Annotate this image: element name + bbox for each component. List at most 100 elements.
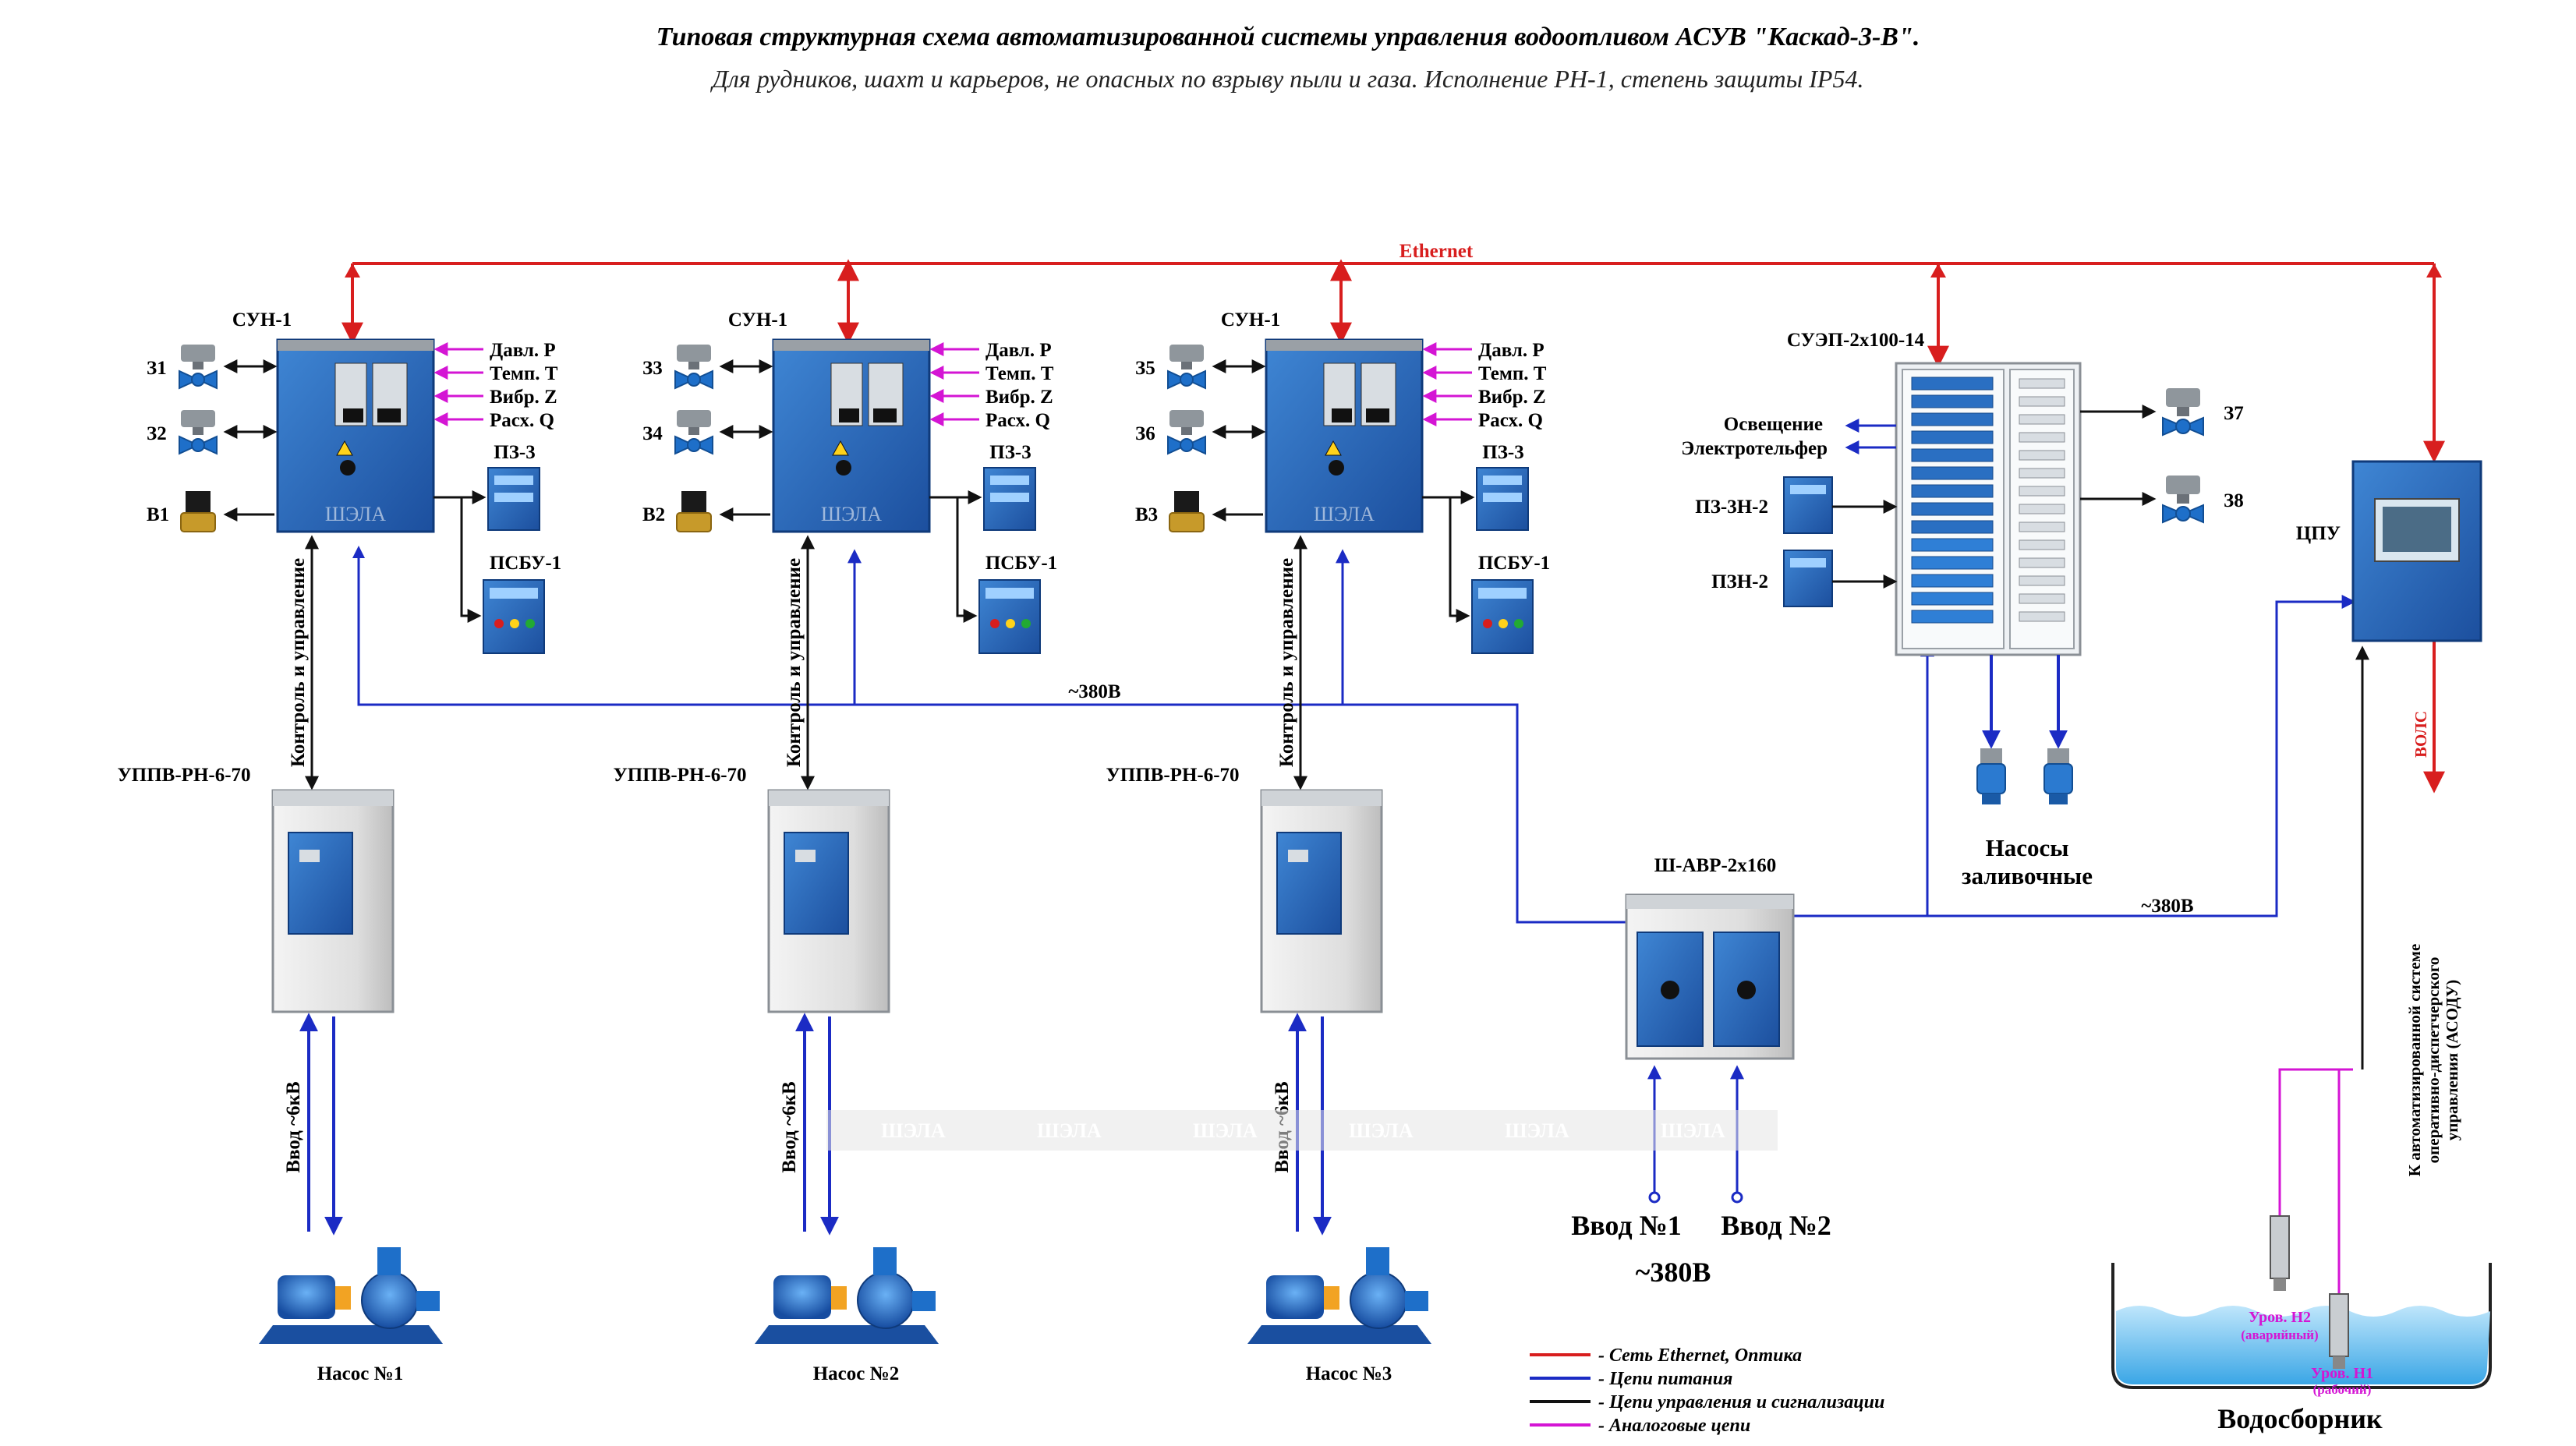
legend-label: - Цепи питания xyxy=(1598,1369,1732,1389)
breaker xyxy=(1911,377,1994,391)
solenoid-valve-icon xyxy=(676,491,712,532)
watermark-text: ШЭЛА xyxy=(1193,1119,1258,1142)
valve-label: З5 xyxy=(1135,358,1155,379)
valve-label: З1 xyxy=(147,358,167,379)
pump-icon xyxy=(755,1247,939,1344)
sun-signal-label: Расх. Q xyxy=(490,410,554,431)
breaker xyxy=(1911,466,1994,480)
sun-signal-label: Давл. P xyxy=(490,340,556,361)
sun-signal-label: Расх. Q xyxy=(985,410,1050,431)
sun-signal-label: Давл. P xyxy=(985,340,1052,361)
avr-voltage: ~380В xyxy=(1636,1257,1711,1288)
sun-signal-label: Темп. T xyxy=(490,363,558,384)
suep-output-hoist: Электротельфер xyxy=(1681,438,1828,459)
watermark-text: ШЭЛА xyxy=(881,1119,946,1142)
breaker xyxy=(1911,538,1994,552)
cpu-dest-2: оперативно-диспетчерского xyxy=(2424,957,2443,1164)
breaker xyxy=(1911,556,1994,570)
uppv-label: УППВ-РН-6-70 xyxy=(1106,765,1239,786)
suep-pz-2: ПЗН-2 xyxy=(1711,550,1898,607)
fill-pump-1 xyxy=(1976,748,2006,804)
sensor-h1-name: Уров. Н1 xyxy=(2311,1365,2373,1382)
watermark-text: ШЭЛА xyxy=(1661,1119,1725,1142)
sensor-h1-state: (рабочий) xyxy=(2313,1382,2372,1397)
cpu-name: ЦПУ xyxy=(2296,523,2341,544)
valve-z7-label: З7 xyxy=(2224,403,2244,424)
psbu-label: ПСБУ-1 xyxy=(490,553,561,574)
breaker xyxy=(1911,394,1994,408)
breaker xyxy=(1911,412,1994,426)
sun-name: СУН-1 xyxy=(728,309,787,331)
pz-label: ПЗ-3 xyxy=(1482,442,1523,463)
breaker xyxy=(1911,502,1994,516)
solenoid-valve-icon xyxy=(1169,491,1205,532)
fill-pumps-label-1: Насосы xyxy=(1986,834,2069,861)
suep-pz-1: ПЗ-3Н-2 xyxy=(1695,476,1898,534)
valve-icon xyxy=(179,410,218,455)
cpu-group: ЦПУ ВОЛС К автоматизированной системе оп… xyxy=(2278,460,2482,1294)
avr-input-2: Ввод №2 xyxy=(1721,1210,1831,1241)
sun-signal-label: Вибр. Z xyxy=(985,387,1053,408)
valve-label: З4 xyxy=(642,423,663,444)
sun-signal-label: Вибр. Z xyxy=(1478,387,1546,408)
cpu-link-label: ВОЛС xyxy=(2411,711,2430,758)
sun-signal-label: Темп. T xyxy=(1478,363,1547,384)
valve-icon xyxy=(1167,410,1206,455)
control-label: Контроль и управление xyxy=(784,558,805,767)
control-label: Контроль и управление xyxy=(1276,558,1297,767)
watermark-text: ШЭЛА xyxy=(1349,1119,1414,1142)
suep-breakers xyxy=(1911,377,2065,624)
breaker xyxy=(1911,574,1994,588)
pz-label: ПЗ-3 xyxy=(989,442,1031,463)
sun-watermark: ШЭЛА xyxy=(821,503,882,525)
sun-signal-label: Темп. T xyxy=(985,363,1054,384)
fill-pump-2 xyxy=(2043,748,2073,804)
sun-signal-label: Расх. Q xyxy=(1478,410,1543,431)
pump-icon xyxy=(1247,1247,1431,1344)
sensor-h2-name: Уров. Н2 xyxy=(2249,1309,2311,1326)
cpu-dest-1: К автоматизированной системе xyxy=(2405,944,2424,1177)
cpu-dest-3: управления (АСОДУ) xyxy=(2443,980,2461,1140)
breaker xyxy=(1911,430,1994,444)
watermark-text: ШЭЛА xyxy=(1037,1119,1102,1142)
legend-label: - Сеть Ethernet, Оптика xyxy=(1598,1345,1802,1366)
avr-name: Ш-АВР-2х160 xyxy=(1654,855,1777,876)
legend-label: - Аналоговые цепи xyxy=(1598,1416,1750,1436)
valve-z8-label: З8 xyxy=(2224,490,2244,511)
solenoid-label: В2 xyxy=(642,504,665,525)
uppv-label: УППВ-РН-6-70 xyxy=(613,765,746,786)
suep-pz-1-label: ПЗ-3Н-2 xyxy=(1695,497,1768,518)
diagram-subtitle: Для рудников, шахт и карьеров, не опасны… xyxy=(710,65,1864,93)
breaker xyxy=(1911,520,1994,534)
suep-cabinet-group: СУЭП-2х100-14 Освещение Электротельфер П… xyxy=(1681,330,2243,889)
sun-signal-label: Вибр. Z xyxy=(490,387,557,408)
valve-label: З2 xyxy=(147,423,167,444)
breaker xyxy=(1911,484,1994,498)
fill-pumps-label-2: заливочные xyxy=(1962,862,2093,889)
solenoid-valve-icon xyxy=(180,491,216,532)
bus-label-1: ~380В xyxy=(1068,681,1120,702)
breaker xyxy=(1911,610,1994,624)
breaker xyxy=(1911,448,1994,462)
pump-icon xyxy=(259,1247,443,1344)
breaker xyxy=(1911,592,1994,606)
legend-label: - Цепи управления и сигнализации xyxy=(1598,1392,1884,1412)
control-label: Контроль и управление xyxy=(288,558,309,767)
sensor-h2-state: (аварийный) xyxy=(2241,1328,2318,1342)
diagram-title: Типовая структурная схема автоматизирова… xyxy=(656,23,1920,51)
valve-label: З6 xyxy=(1135,423,1155,444)
ethernet-label: Ethernet xyxy=(1399,241,1474,262)
pz-label: ПЗ-3 xyxy=(494,442,535,463)
suep-output-lighting: Освещение xyxy=(1724,414,1823,435)
sun-watermark: ШЭЛА xyxy=(1314,503,1375,525)
water-tank: Уров. Н2 (аварийный) Уров. Н1 (рабочий) … xyxy=(2111,1215,2492,1434)
power-bus-380v xyxy=(357,549,2356,924)
psbu-label: ПСБУ-1 xyxy=(985,553,1057,574)
legend: - Сеть Ethernet, Оптика - Цепи питания - Ц… xyxy=(1530,1345,1884,1436)
valve-label: З3 xyxy=(642,358,663,379)
valve-z7: З7 xyxy=(2080,388,2244,437)
level-sensor-h1: Уров. Н1 (рабочий) xyxy=(2311,1293,2373,1397)
